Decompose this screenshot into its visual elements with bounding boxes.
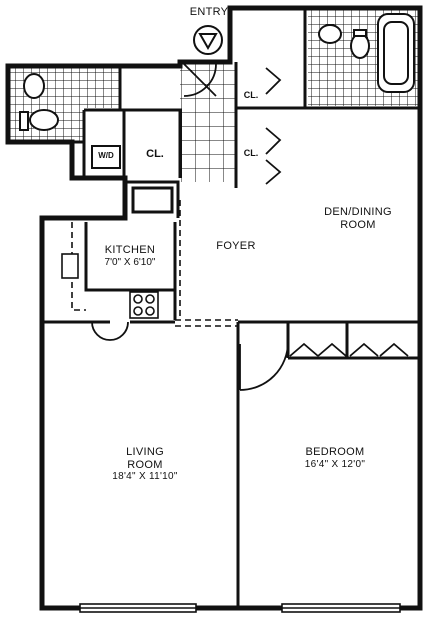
foyer-label: FOYER — [216, 240, 256, 252]
den-label-line2: ROOM — [340, 218, 376, 231]
entry-label: ENTRY — [189, 6, 229, 18]
closet-label-2: CL. — [243, 148, 259, 158]
washer-dryer-label: W/D — [98, 151, 114, 160]
den-label-line1: DEN/DINING — [324, 206, 392, 218]
windows — [79, 603, 401, 613]
bedroom-label: BEDROOM 16'4" X 12'0" — [280, 446, 390, 470]
kitchen-dims: 7'0" X 6'10" — [104, 257, 156, 268]
entry-arrow-icon — [193, 25, 223, 55]
living-label-line1: LIVING — [126, 446, 164, 458]
washer-dryer-box — [91, 145, 121, 169]
kitchen-appliances — [61, 253, 159, 319]
living-dims: 18'4" X 11'10" — [112, 471, 178, 483]
bath-fixtures — [19, 13, 415, 131]
den-dining-label: DEN/DINING ROOM — [310, 206, 406, 231]
living-room-label: LIVING ROOM 18'4" X 11'10" — [90, 446, 200, 483]
bedroom-dims: 16'4" X 12'0" — [304, 458, 366, 470]
dashed-openings — [71, 200, 238, 327]
bedroom-name: BEDROOM — [305, 446, 365, 458]
closet-label-3: CL. — [146, 148, 164, 160]
kitchen-label: KITCHEN — [104, 244, 156, 256]
closet-label-1: CL. — [243, 90, 259, 100]
living-label-line2: ROOM — [127, 458, 163, 471]
door-swings — [91, 63, 409, 391]
